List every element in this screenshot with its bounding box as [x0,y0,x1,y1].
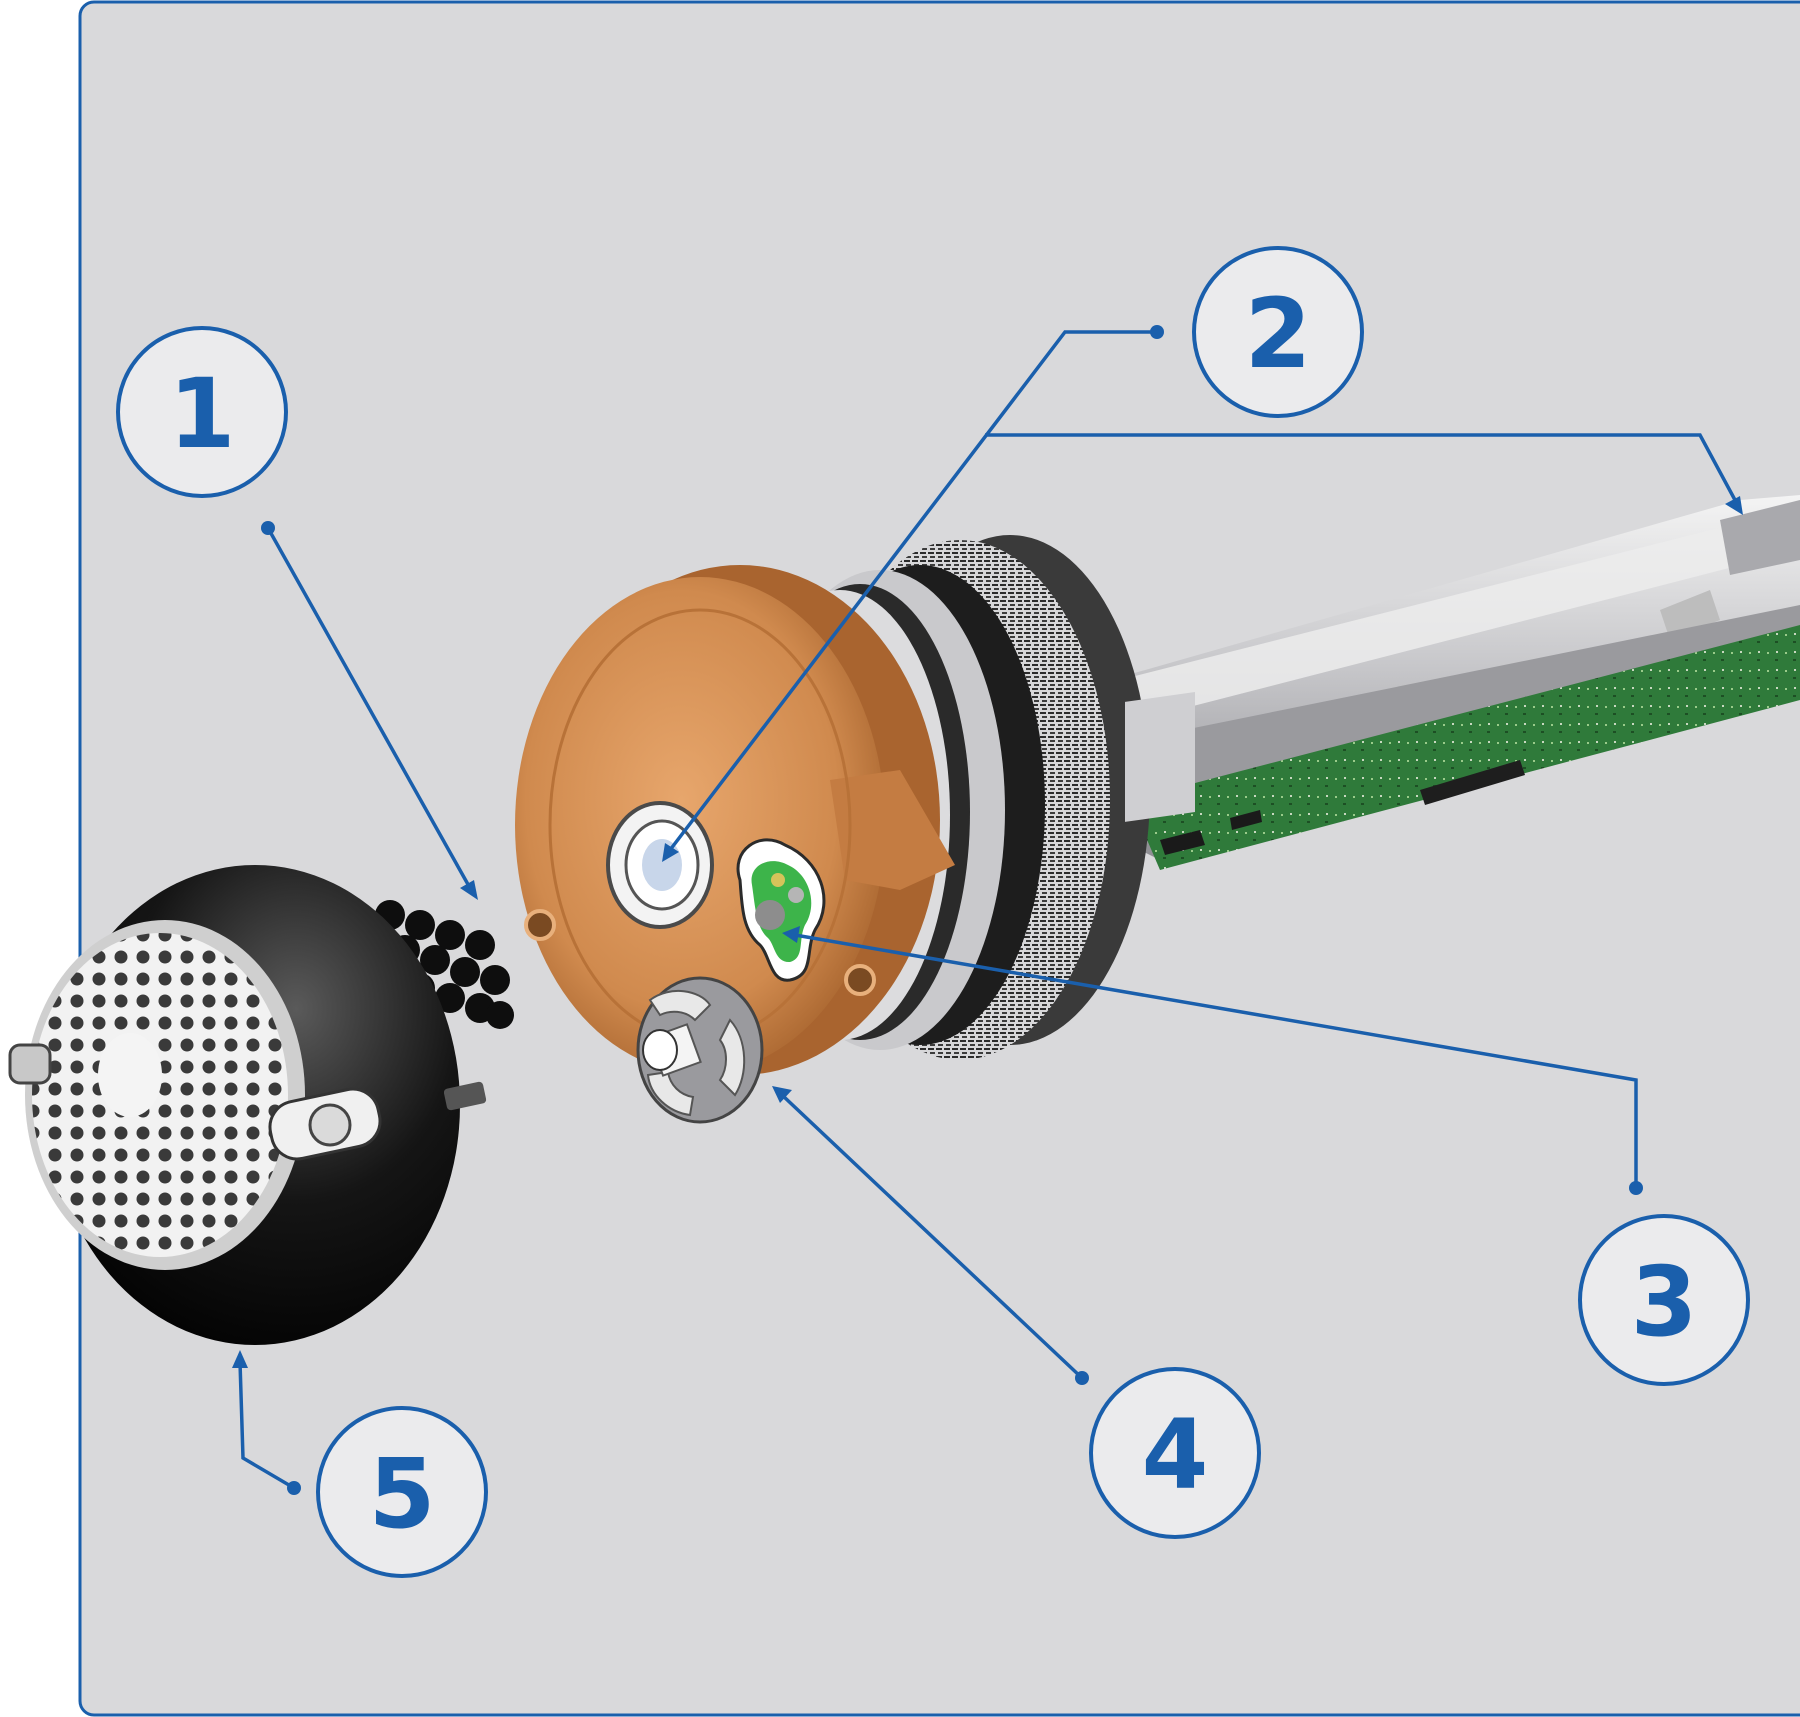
impeller [636,976,764,1124]
leader-4-arrowhead [772,1086,792,1103]
end-cap [8,865,487,1345]
callout-5-number: 5 [369,1438,436,1550]
leader-lines [232,325,1743,1495]
callout-4: 4 [1089,1367,1261,1539]
callout-1-number: 1 [169,358,236,470]
leader-3-arrowhead [782,926,800,943]
leader-2-arrowhead-b [1725,496,1743,515]
leader-1-line [266,527,472,889]
callout-4-number: 4 [1142,1399,1209,1511]
leader-4-line [780,1093,1084,1380]
leader-2-line [668,330,1157,852]
leader-5-line [238,1361,295,1490]
leader-5-arrowhead [232,1350,248,1368]
leader-2-arrowhead-a [662,843,679,862]
leader-3-line [794,933,1638,1188]
callout-2-number: 2 [1245,278,1312,390]
mounting-screw-right [844,964,876,996]
leader-1-arrowhead [460,880,478,900]
callout-3: 3 [1578,1214,1750,1386]
callout-2: 2 [1192,246,1364,418]
mounting-screw-left [524,909,556,941]
optical-window [606,801,714,929]
leader-2-line-branch [985,433,1737,501]
callout-3-number: 3 [1631,1246,1698,1358]
callout-1: 1 [116,326,288,498]
circuit-board [1130,625,1800,870]
callout-5: 5 [316,1406,488,1578]
